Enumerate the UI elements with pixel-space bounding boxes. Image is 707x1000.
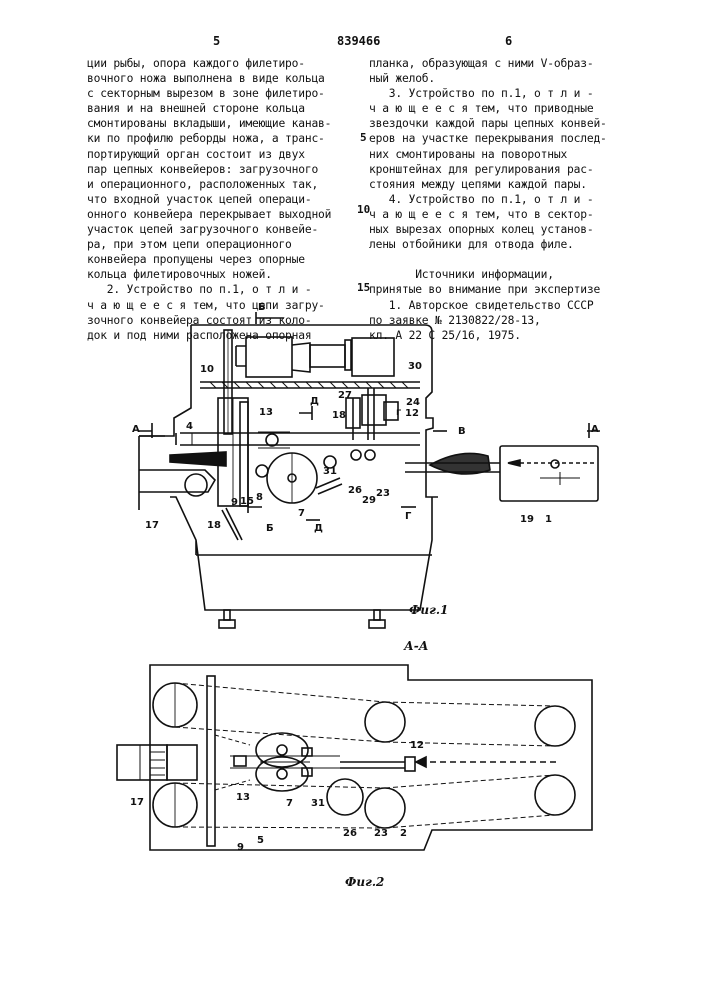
part-label: 23 [374,828,388,839]
section-label-aa: А-А [404,639,429,653]
part-label: 17 [130,797,144,808]
part-label: 7 [286,798,293,809]
part-label: 13 [236,792,250,803]
part-label: 5 [257,835,264,846]
part-label: 31 [311,798,325,809]
part-label: 9 [237,842,244,853]
part-label: 2 [400,828,407,839]
figure-1-caption: Фиг.1 [409,603,448,617]
part-label: 12 [410,740,424,751]
part-label: 26 [343,828,357,839]
figure-2-caption: Фиг.2 [345,875,384,889]
